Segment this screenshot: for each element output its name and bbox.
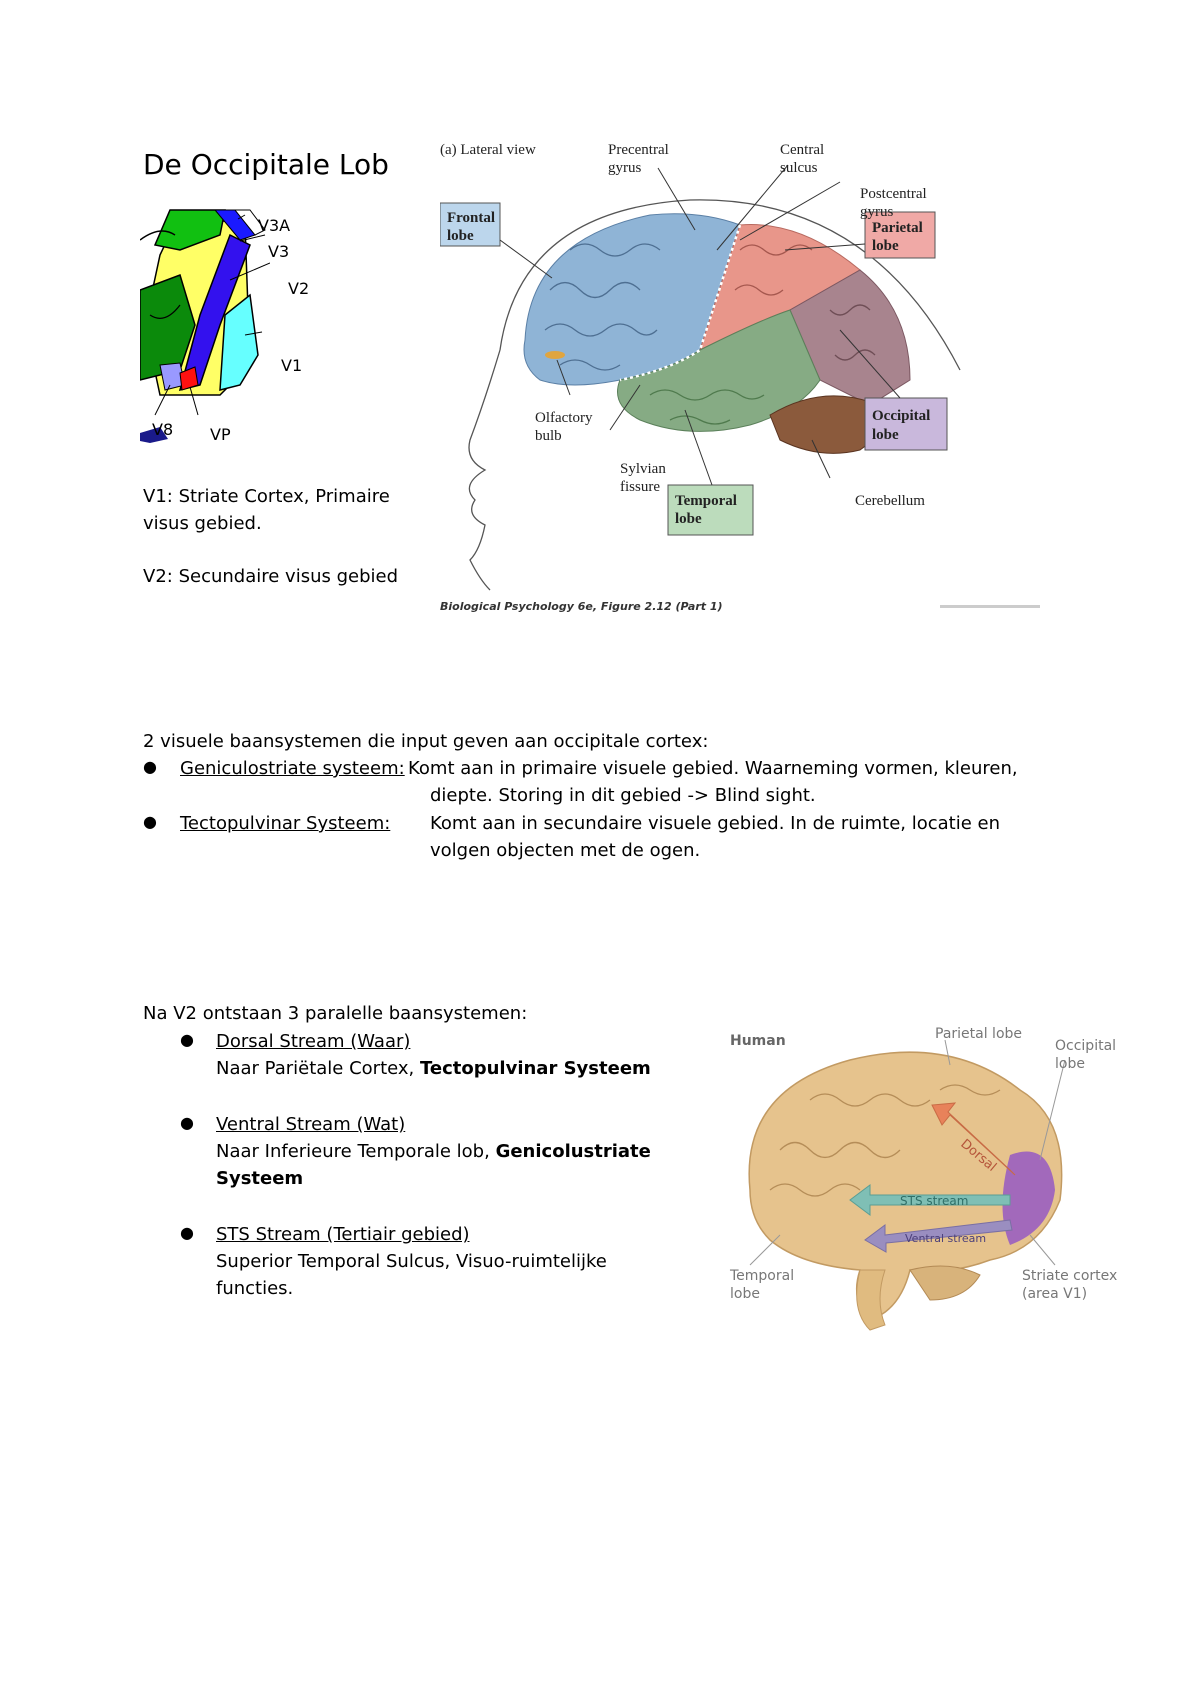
striate-label-2: (area V1): [1022, 1286, 1087, 1302]
tectopulvinar-desc-2: volgen objecten met de ogen.: [430, 840, 701, 861]
dorsal-desc-plain: Naar Pariëtale Cortex,: [216, 1058, 420, 1079]
olfactory-bulb-shape: [545, 351, 565, 359]
panel-label: (a) Lateral view: [440, 142, 536, 158]
section3-intro: Na V2 ontstaan 3 paralelle baansystemen:: [143, 1003, 528, 1024]
occipital-visual-areas-diagram: [140, 209, 270, 443]
occipital-lobe-region: [789, 269, 911, 406]
postcentral-label-1: Postcentral: [860, 186, 927, 202]
bullet-icon: ●: [180, 1223, 194, 1242]
visual-streams-brain-figure: Dorsal STS stream Ventral stream Human P…: [729, 1026, 1117, 1331]
geniculostriate-desc-2: diepte. Storing in dit gebied -> Blind s…: [430, 785, 816, 806]
ventral-desc-bold: Genicolustriate: [495, 1141, 651, 1162]
postcentral-label-2: gyrus: [860, 204, 893, 220]
dorsal-stream-name: Dorsal Stream (Waar): [216, 1031, 411, 1052]
sts-stream-desc-1: Superior Temporal Sulcus, Visuo-ruimteli…: [216, 1251, 607, 1272]
label-v3: V3: [268, 242, 290, 261]
v1-definition: V1: Striate Cortex, Primaire: [143, 483, 390, 510]
parietal-label-1: Parietal: [872, 220, 923, 236]
ventral-stream-name: Ventral Stream (Wat): [216, 1114, 406, 1135]
temporal-label-2: lobe: [675, 511, 702, 527]
sts-stream-arrow: [849, 1184, 1011, 1216]
frontal-label-2: lobe: [447, 228, 474, 244]
frontal-label-box: [440, 202, 501, 247]
tectopulvinar-name: Tectopulvinar Systeem:: [180, 813, 391, 834]
temporal-label-2: lobe: [730, 1286, 760, 1302]
bullet-icon: ●: [143, 757, 157, 776]
frontal-label-1: Frontal: [447, 210, 495, 226]
v2-label: V2:: [143, 566, 173, 587]
label-vp: VP: [210, 425, 231, 444]
sylvian-label-2: fissure: [620, 479, 660, 495]
sts-stream-name: STS Stream (Tertiair gebied): [216, 1224, 470, 1245]
occipital-label-1: Occipital: [872, 408, 930, 424]
geniculostriate-name: Geniculostriate systeem:: [180, 758, 405, 779]
label-v3a: V3A: [258, 216, 291, 235]
occipital-label-2: lobe: [1055, 1056, 1085, 1072]
v2-text: Secundaire visus gebied: [178, 566, 399, 587]
geniculostriate-desc-1: Komt aan in primaire visuele gebied. Waa…: [408, 758, 1018, 779]
ventral-stream-desc: Naar Inferieure Temporale lob, Genicolus…: [216, 1138, 651, 1165]
page-title: De Occipitale Lob: [143, 148, 389, 181]
brain-shape: [748, 1051, 1063, 1321]
parietal-label-box: [864, 211, 936, 259]
label-v1: V1: [281, 356, 303, 375]
bullet-icon: ●: [143, 812, 157, 831]
v2-definition: V2: Secundaire visus gebied: [143, 563, 398, 590]
precentral-label-1: Precentral: [608, 142, 669, 158]
bullet-icon: ●: [180, 1030, 194, 1049]
occipital-label-box: [864, 397, 948, 451]
olfactory-label-2: bulb: [535, 428, 562, 444]
sts-stream-desc-2: functies.: [216, 1278, 294, 1299]
label-v2: V2: [288, 279, 310, 298]
parietal-label-2: lobe: [872, 238, 899, 254]
striate-label-1: Striate cortex: [1022, 1268, 1117, 1284]
temporal-label-box: [667, 484, 754, 536]
cerebellum-label: Cerebellum: [855, 493, 925, 509]
v1-label: V1:: [143, 486, 173, 507]
temporal-label-1: Temporal: [675, 493, 737, 509]
sylvian-label-1: Sylvian: [620, 461, 666, 477]
human-label: Human: [730, 1033, 786, 1049]
occipital-label-2: lobe: [872, 427, 899, 443]
precentral-label-2: gyrus: [608, 160, 641, 176]
occipital-label-1: Occipital: [1055, 1038, 1116, 1054]
temporal-label-1: Temporal: [729, 1268, 794, 1284]
v1-definition-line2: visus gebied.: [143, 513, 262, 534]
tectopulvinar-desc-1: Komt aan in secundaire visuele gebied. I…: [430, 813, 1001, 834]
ventral-stream-desc-2: Systeem: [216, 1168, 304, 1189]
figure-caption: Biological Psychology 6e, Figure 2.12 (P…: [440, 600, 723, 613]
label-v8: V8: [152, 420, 174, 439]
dorsal-stream-desc: Naar Pariëtale Cortex, Tectopulvinar Sys…: [216, 1055, 651, 1082]
dorsal-desc-bold: Tectopulvinar Systeem: [419, 1058, 651, 1079]
occipital-highlight: [1002, 1151, 1055, 1245]
central-label-2: sulcus: [780, 160, 818, 176]
dorsal-stream-arrow: [931, 1102, 1016, 1176]
ventral-stream-arrow: [864, 1219, 1013, 1253]
olfactory-label-1: Olfactory: [535, 410, 593, 426]
copyright-mark: [940, 605, 1040, 608]
v1-text: Striate Cortex, Primaire: [178, 486, 390, 507]
sts-arrow-label: STS stream: [900, 1194, 968, 1208]
brain-lateral-view-figure: (a) Lateral view Precentral gyrus Centra…: [440, 142, 1040, 613]
section2-intro: 2 visuele baansystemen die input geven a…: [143, 731, 709, 752]
bullet-icon: ●: [180, 1113, 194, 1132]
ventral-arrow-label: Ventral stream: [905, 1232, 986, 1245]
parietal-label: Parietal lobe: [935, 1026, 1022, 1042]
ventral-desc-plain: Naar Inferieure Temporale lob,: [216, 1141, 496, 1162]
central-label-1: Central: [780, 142, 824, 158]
